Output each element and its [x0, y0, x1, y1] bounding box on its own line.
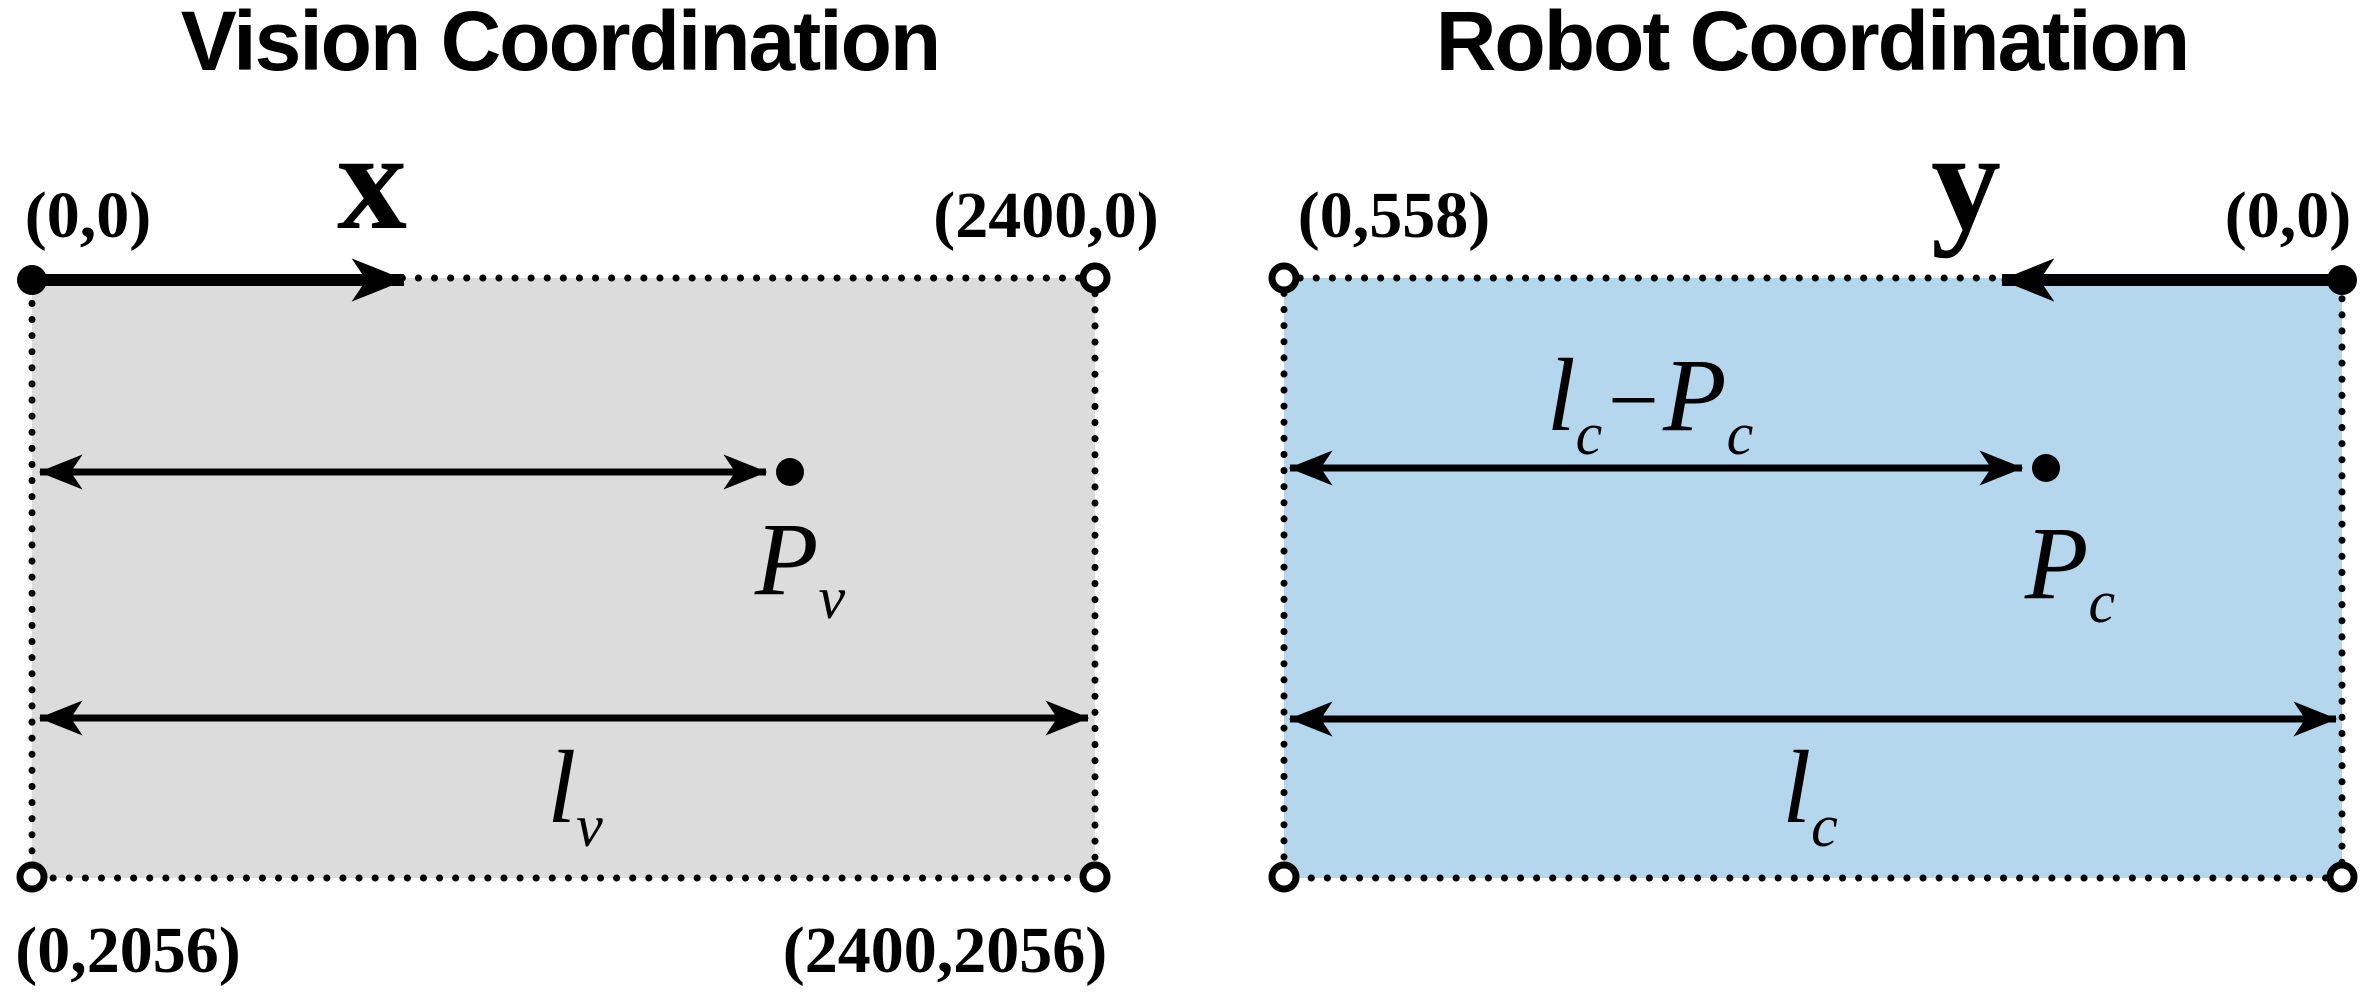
robot-corner-top-right-label: (0,0) — [2225, 179, 2351, 252]
vision-origin-dot — [17, 265, 47, 295]
robot-corner-bottom-left-marker — [1268, 861, 1300, 893]
vision-corner-top-right-label: (2400,0) — [933, 179, 1158, 252]
vision-corner-bottom-right-marker — [1079, 861, 1111, 893]
vision-corner-bottom-left-marker — [16, 861, 48, 893]
lv-width-label: lv — [547, 730, 603, 859]
vision-panel: Vision Coordination x (0,0) (2400,0) (0,… — [15, 0, 1158, 987]
vision-corner-top-left-label: (0,0) — [25, 179, 151, 252]
robot-corner-top-left-marker — [1268, 262, 1300, 294]
x-axis-label: x — [337, 104, 407, 259]
lc-width-label: lc — [1782, 730, 1838, 859]
pc-point-label: Pc — [2024, 506, 2115, 635]
vision-corner-bottom-right-label: (2400,2056) — [783, 914, 1107, 987]
pc-point-dot — [2032, 454, 2060, 482]
robot-corner-top-left-label: (0,558) — [1298, 179, 1490, 252]
pv-point-label: Pv — [754, 502, 846, 631]
pv-point-dot — [776, 458, 804, 486]
robot-corner-bottom-right-marker — [2326, 861, 2358, 893]
robot-origin-dot — [2327, 265, 2357, 295]
y-axis-label: y — [1931, 104, 2001, 259]
vision-panel-title: Vision Coordination — [181, 0, 939, 88]
vision-image-region — [28, 274, 1099, 882]
vision-corner-top-right-marker — [1079, 262, 1111, 294]
robot-workspace-region — [1280, 274, 2346, 882]
robot-panel-title: Robot Coordination — [1436, 0, 2188, 88]
vision-corner-bottom-left-label: (0,2056) — [15, 914, 240, 987]
robot-panel: Robot Coordination y (0,558) (0,0) lc−Pc… — [1268, 0, 2358, 893]
